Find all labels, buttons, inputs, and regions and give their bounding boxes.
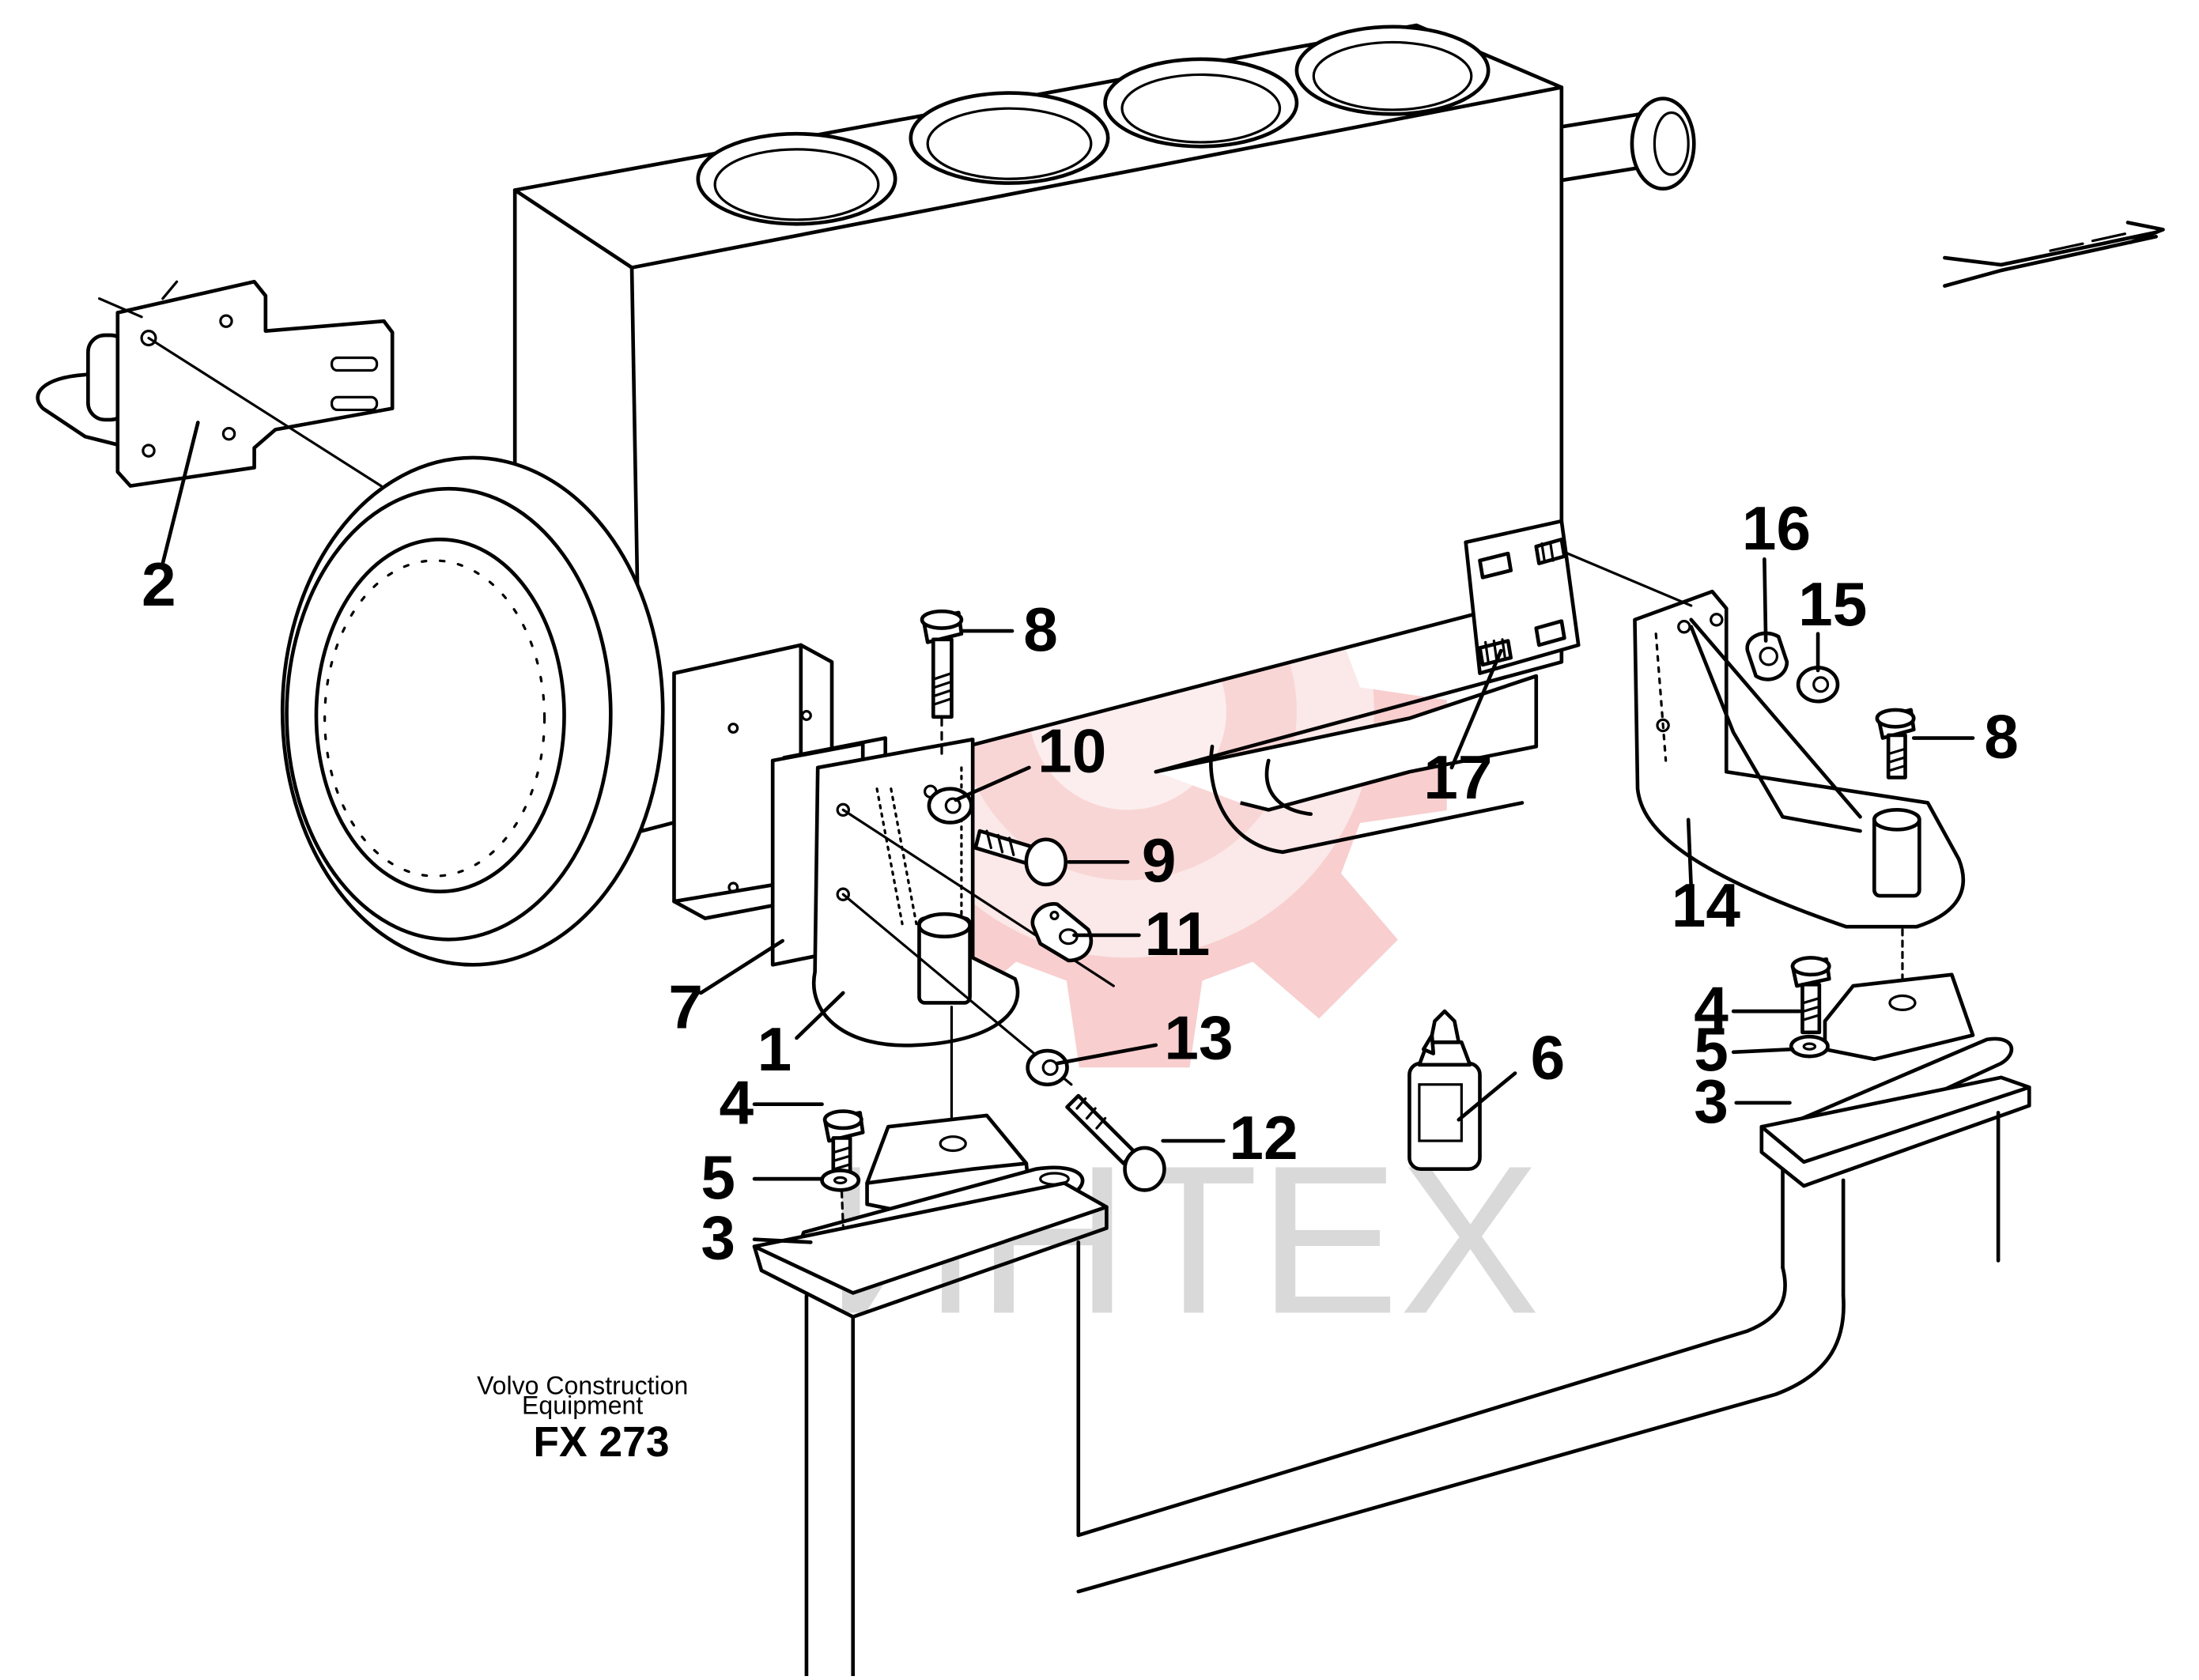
callout-11: 11	[1145, 899, 1211, 968]
callout-8-right: 8	[1984, 701, 2019, 771]
callout-3-right: 3	[1694, 1067, 1729, 1136]
callout-8-left: 8	[1023, 595, 1058, 664]
callout-4-right: 4	[1694, 973, 1729, 1043]
bolt-4-right	[1790, 956, 1831, 1035]
bolt-8-left	[920, 609, 964, 762]
oil-sump	[1155, 674, 1539, 855]
callout-5-right: 5	[1694, 1014, 1729, 1084]
frame-member-right	[1759, 1075, 2031, 1298]
callout-1: 1	[758, 1014, 792, 1084]
nut-16	[1745, 631, 1789, 681]
washer-13	[1026, 1048, 1069, 1087]
callout-6: 6	[1531, 1023, 1566, 1093]
bolt-8-right	[1875, 708, 1916, 780]
callout-13: 13	[1164, 1003, 1233, 1073]
callout-4-left: 4	[719, 1068, 754, 1138]
callout-12: 12	[1229, 1103, 1298, 1172]
front-engine-bracket	[36, 279, 395, 488]
leader-lines	[161, 421, 1975, 1244]
bolt-4-left	[822, 1109, 865, 1180]
callout-14: 14	[1672, 870, 1741, 940]
washer-15	[1796, 666, 1840, 704]
frame-member-left	[752, 1181, 1846, 1678]
credit-line-1: Volvo Construction	[477, 1372, 688, 1400]
crankshaft-end	[1559, 96, 1696, 191]
cylinder-bores	[696, 25, 1491, 226]
callout-15: 15	[1798, 569, 1867, 639]
flywheel	[280, 455, 665, 967]
callout-5-left: 5	[701, 1142, 735, 1212]
direction-arrow-icon	[1943, 221, 2165, 288]
washer-10	[927, 787, 973, 825]
callout-7: 7	[668, 972, 703, 1042]
engine-bracket-right	[1562, 550, 1965, 987]
sealant-bottle	[1407, 1009, 1482, 1171]
callout-2: 2	[142, 549, 176, 619]
callout-10: 10	[1037, 715, 1106, 785]
bolt-12	[1065, 1093, 1166, 1192]
credit-line-2: Equipment	[522, 1391, 643, 1420]
studs-17	[1478, 538, 1566, 667]
engine-block	[512, 23, 1696, 855]
lifting-eye-11	[1030, 902, 1094, 963]
rear-engine-pad	[1464, 519, 1581, 675]
figure-code: FX 273	[533, 1419, 669, 1466]
callout-9: 9	[1142, 825, 1177, 895]
callout-17: 17	[1423, 742, 1492, 812]
bolt-9	[973, 829, 1068, 887]
callout-16: 16	[1742, 493, 1811, 563]
callout-3-left: 3	[701, 1203, 735, 1273]
washer-5-right	[1789, 1034, 1830, 1059]
